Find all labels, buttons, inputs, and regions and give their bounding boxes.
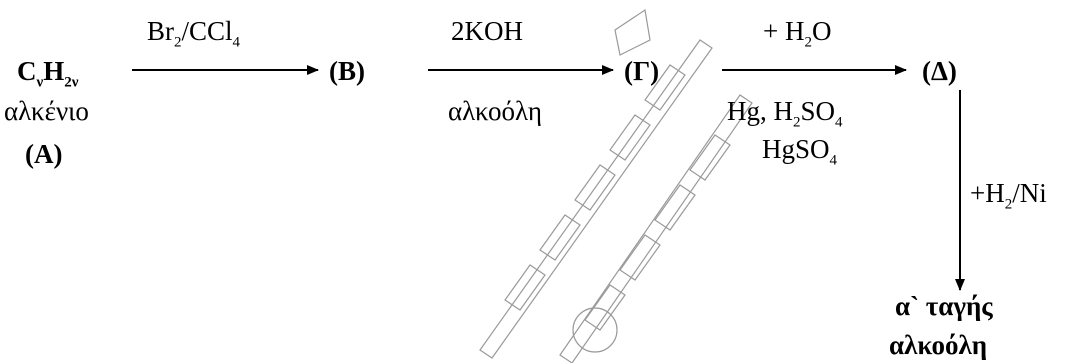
compound-d-label: (Δ): [922, 56, 957, 86]
formula-sub-2nu: 2ν: [64, 74, 79, 91]
step2-reagent-bottom: αλκοόλη: [448, 96, 542, 126]
formula-c: C: [17, 56, 37, 86]
step3-reagent-top: + H2O: [763, 16, 832, 51]
formula-sub-nu: ν: [36, 74, 44, 91]
compound-b-label: (B): [329, 56, 365, 86]
product-line-2: αλκοόλη: [889, 330, 988, 360]
step3-catalyst-2: HgSO4: [762, 134, 838, 169]
compound-a-formula: CνH2ν: [17, 58, 78, 90]
compound-a-name: αλκένιο: [4, 96, 89, 126]
formula-h: H: [43, 56, 65, 86]
step3-catalyst-1: Hg, H2SO4: [727, 96, 843, 131]
step2-reagent-top: 2KOH: [451, 16, 523, 46]
step4-reagent: +H2/Ni: [970, 178, 1047, 213]
product-line-1: α` ταγής: [895, 291, 993, 321]
step1-reagent: Br2/CCl4: [147, 16, 241, 51]
compound-g-label: (Γ): [624, 56, 660, 86]
compound-a-label: (A): [25, 139, 63, 169]
